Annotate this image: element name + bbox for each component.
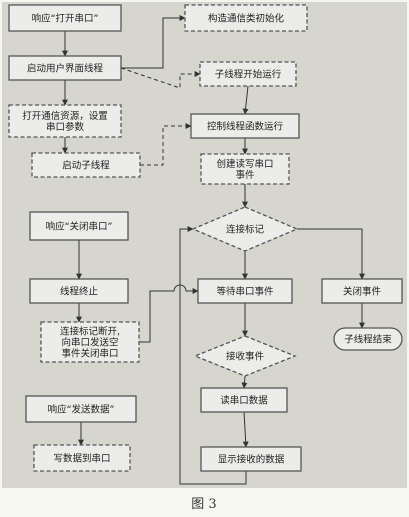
- node-label: 构造通信类初始化: [208, 13, 285, 25]
- edge-n2-n5: [121, 15, 186, 69]
- process-box: [25, 395, 137, 423]
- process-box: [184, 4, 308, 32]
- flow-node-n2: 启动用户界面线程: [8, 55, 122, 81]
- process-box: [197, 278, 293, 304]
- edges-layer: [62, 15, 365, 485]
- process-box: [40, 321, 140, 363]
- edge-n14-n15: [242, 411, 249, 448]
- process-box: [8, 104, 122, 138]
- node-label: 响应“打开串口”: [32, 13, 99, 25]
- node-label: 响应“关闭串口”: [46, 221, 113, 233]
- flow-node-n10: 等待串口事件: [197, 278, 293, 304]
- flow-node-n5: 构造通信类初始化: [184, 4, 308, 32]
- edge-n13-n14: [241, 375, 248, 389]
- node-label: 控制线程函数运行: [207, 121, 284, 133]
- edge-n2-n6: [120, 67, 201, 89]
- flow-node-n14: 读串口数据: [200, 387, 288, 413]
- process-box: [31, 152, 141, 178]
- flow-node-n11: 关闭事件: [321, 278, 403, 304]
- node-label: 打开通信资源，设置: [22, 110, 108, 122]
- node-label: 子线程开始运行: [215, 69, 282, 81]
- node-label: 子线程结束: [344, 334, 392, 346]
- process-box: [200, 153, 290, 185]
- edge-n4-n7: [140, 123, 192, 166]
- node-label: 读串口数据: [220, 395, 268, 407]
- process-box: [200, 446, 302, 472]
- node-label: 显示接收的数据: [218, 454, 285, 466]
- process-box: [200, 387, 288, 413]
- node-label: 启动子线程: [62, 160, 110, 172]
- edge-n9-n11: [297, 228, 365, 280]
- nodes-layer: 响应“打开串口”启动用户界面线程打开通信资源，设置串口参数启动子线程构造通信类初…: [8, 4, 403, 472]
- node-label: 连接标记断开,: [60, 326, 120, 338]
- node-label: 事件: [235, 169, 255, 181]
- flow-node-n20: 写数据到串口: [33, 444, 131, 472]
- process-box: [321, 278, 403, 304]
- flow-node-n6: 子线程开始运行: [199, 61, 297, 87]
- figure-caption: 图 3: [191, 497, 216, 512]
- node-label: 等待串口事件: [216, 286, 274, 298]
- node-label: 关闭事件: [343, 286, 382, 298]
- decision-diamond: [193, 335, 297, 377]
- node-label: 启动用户界面线程: [27, 63, 104, 75]
- node-label: 响应“发送数据”: [48, 404, 115, 416]
- edge-n18-n10: [139, 284, 199, 343]
- flow-node-n17: 线程终止: [29, 278, 129, 304]
- node-label: 事件关闭串口: [61, 348, 118, 360]
- node-label: 写数据到串口: [53, 453, 110, 465]
- edge-n6-n7: [242, 85, 249, 115]
- flow-node-n9: 连接标记: [191, 206, 299, 252]
- process-box: [8, 55, 122, 81]
- node-label: 向串口发送空: [61, 337, 118, 349]
- flow-node-n12: 子线程结束: [333, 327, 403, 351]
- process-box: [29, 211, 129, 241]
- node-label: 接收事件: [226, 351, 265, 363]
- flow-node-n7: 控制线程函数运行: [190, 113, 300, 139]
- process-box: [199, 61, 297, 87]
- node-label: 连接标记: [226, 224, 265, 236]
- flow-node-n16: 响应“关闭串口”: [29, 211, 129, 241]
- terminal-shape: [333, 327, 403, 351]
- process-box: [190, 113, 300, 139]
- process-box: [33, 444, 131, 472]
- flow-node-n13: 接收事件: [193, 335, 297, 377]
- flow-node-n1: 响应“打开串口”: [8, 4, 122, 32]
- node-label: 创建读写串口: [216, 158, 273, 170]
- process-box: [8, 4, 122, 32]
- flow-node-n19: 响应“发送数据”: [25, 395, 137, 423]
- decision-diamond: [191, 206, 299, 252]
- flow-node-n4: 启动子线程: [31, 152, 141, 178]
- node-label: 串口参数: [46, 121, 85, 133]
- edge-n15-n9: [179, 226, 247, 485]
- process-box: [29, 278, 129, 304]
- node-label: 线程终止: [60, 286, 99, 298]
- flow-node-n15: 显示接收的数据: [200, 446, 302, 472]
